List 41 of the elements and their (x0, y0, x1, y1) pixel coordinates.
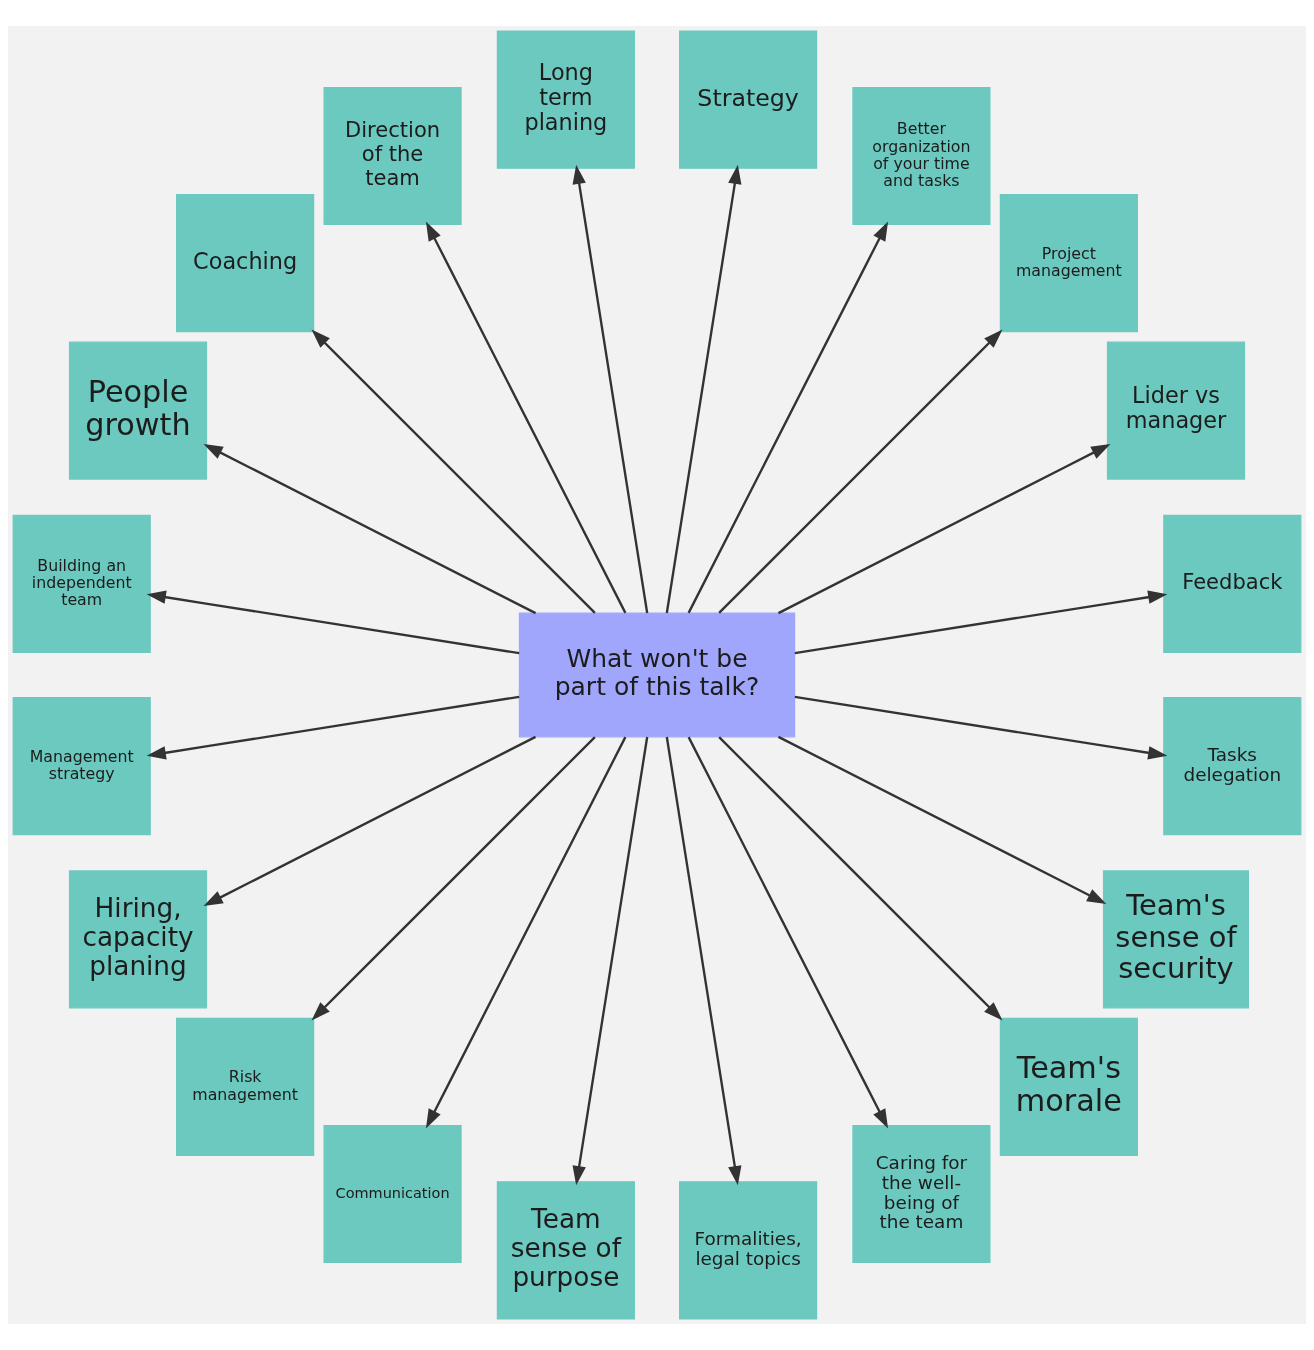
arrow (665, 736, 742, 1186)
arrow (146, 695, 520, 760)
arrow (425, 736, 627, 1129)
arrow (665, 164, 742, 614)
arrow (311, 736, 596, 1021)
arrow (718, 736, 1003, 1021)
node-box: Hiring, capacity planing (68, 870, 208, 1009)
node-box: Feedback (1163, 514, 1302, 653)
node-box: Strategy (679, 30, 818, 169)
node-box: Better organization of your time and tasks (852, 86, 991, 226)
arrow (794, 695, 1168, 760)
arrow (311, 329, 596, 614)
node-box: Formalities, legal topics (679, 1181, 818, 1320)
arrow (687, 221, 889, 614)
node-box: Tasks delegation (1163, 697, 1302, 836)
node-box: People growth (68, 341, 208, 480)
node-box: Team's morale (999, 1017, 1138, 1156)
node-box: Long term planing (496, 30, 635, 169)
node-box: Coaching (176, 194, 315, 333)
node-box: Lider vs manager (1106, 341, 1246, 480)
arrow (777, 443, 1111, 615)
arrow (718, 329, 1003, 614)
arrow (425, 221, 627, 614)
arrow (687, 736, 889, 1129)
arrow (203, 443, 537, 615)
arrow (146, 590, 520, 655)
node-box: Team sense of purpose (496, 1181, 635, 1320)
node-box: What won't be part of this talk? (518, 612, 796, 738)
node-box: Direction of the team (323, 86, 462, 226)
node-box: Communication (323, 1124, 462, 1264)
arrow (572, 164, 649, 614)
node-box: Risk management (176, 1017, 315, 1156)
arrow (203, 735, 537, 907)
arrow (572, 736, 649, 1186)
arrow (794, 590, 1168, 655)
node-box: Caring for the well-being of the team (852, 1124, 991, 1264)
node-box: Building an independent team (12, 514, 151, 653)
node-box: Team's sense of security (1102, 870, 1250, 1009)
arrow (777, 735, 1107, 904)
node-box: Project management (999, 194, 1138, 333)
node-box: Management strategy (12, 697, 151, 836)
